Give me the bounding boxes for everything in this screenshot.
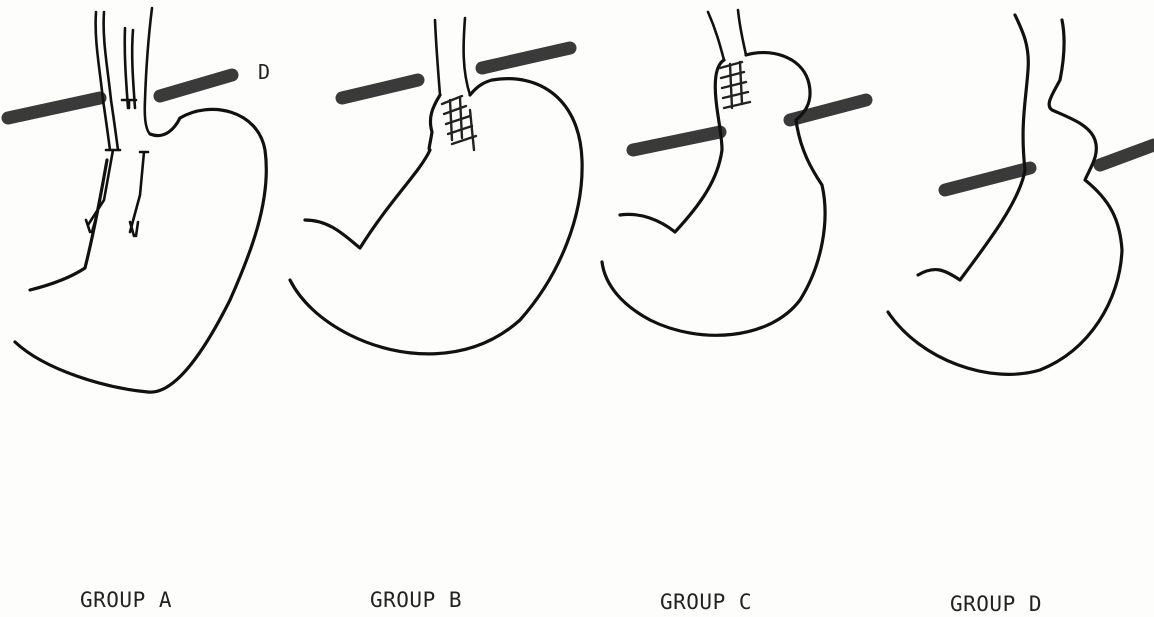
esophagus-c — [708, 12, 724, 60]
esophagus-b — [435, 20, 440, 95]
group-d-label: GROUP D — [950, 592, 1042, 616]
group-c-label: GROUP C — [660, 590, 752, 614]
suture-marks-c — [720, 62, 750, 108]
diagram-group-c — [602, 10, 866, 335]
suture-marks-b — [442, 96, 476, 150]
diaphragm-bar-left-d — [945, 168, 1030, 190]
diagram-group-a — [8, 8, 266, 392]
group-a-label: GROUP A — [80, 588, 172, 612]
diaphragm-bar-left-b — [342, 80, 418, 98]
stomach-outline-b — [305, 95, 440, 248]
diagram-group-d — [888, 15, 1154, 374]
group-b-label: GROUP B — [370, 588, 462, 612]
diaphragm-bar-right-b — [482, 48, 570, 68]
diaphragm-bar-right-d — [1100, 145, 1154, 165]
stomach-outline-d — [918, 15, 1028, 280]
diaphragm-bar-right-a — [160, 75, 232, 96]
diaphragm-marker-label: D — [258, 60, 271, 84]
diaphragm-bar-left-a — [8, 98, 100, 118]
diaphragm-bar-left-c — [633, 132, 720, 150]
diagram-group-b — [290, 18, 582, 354]
